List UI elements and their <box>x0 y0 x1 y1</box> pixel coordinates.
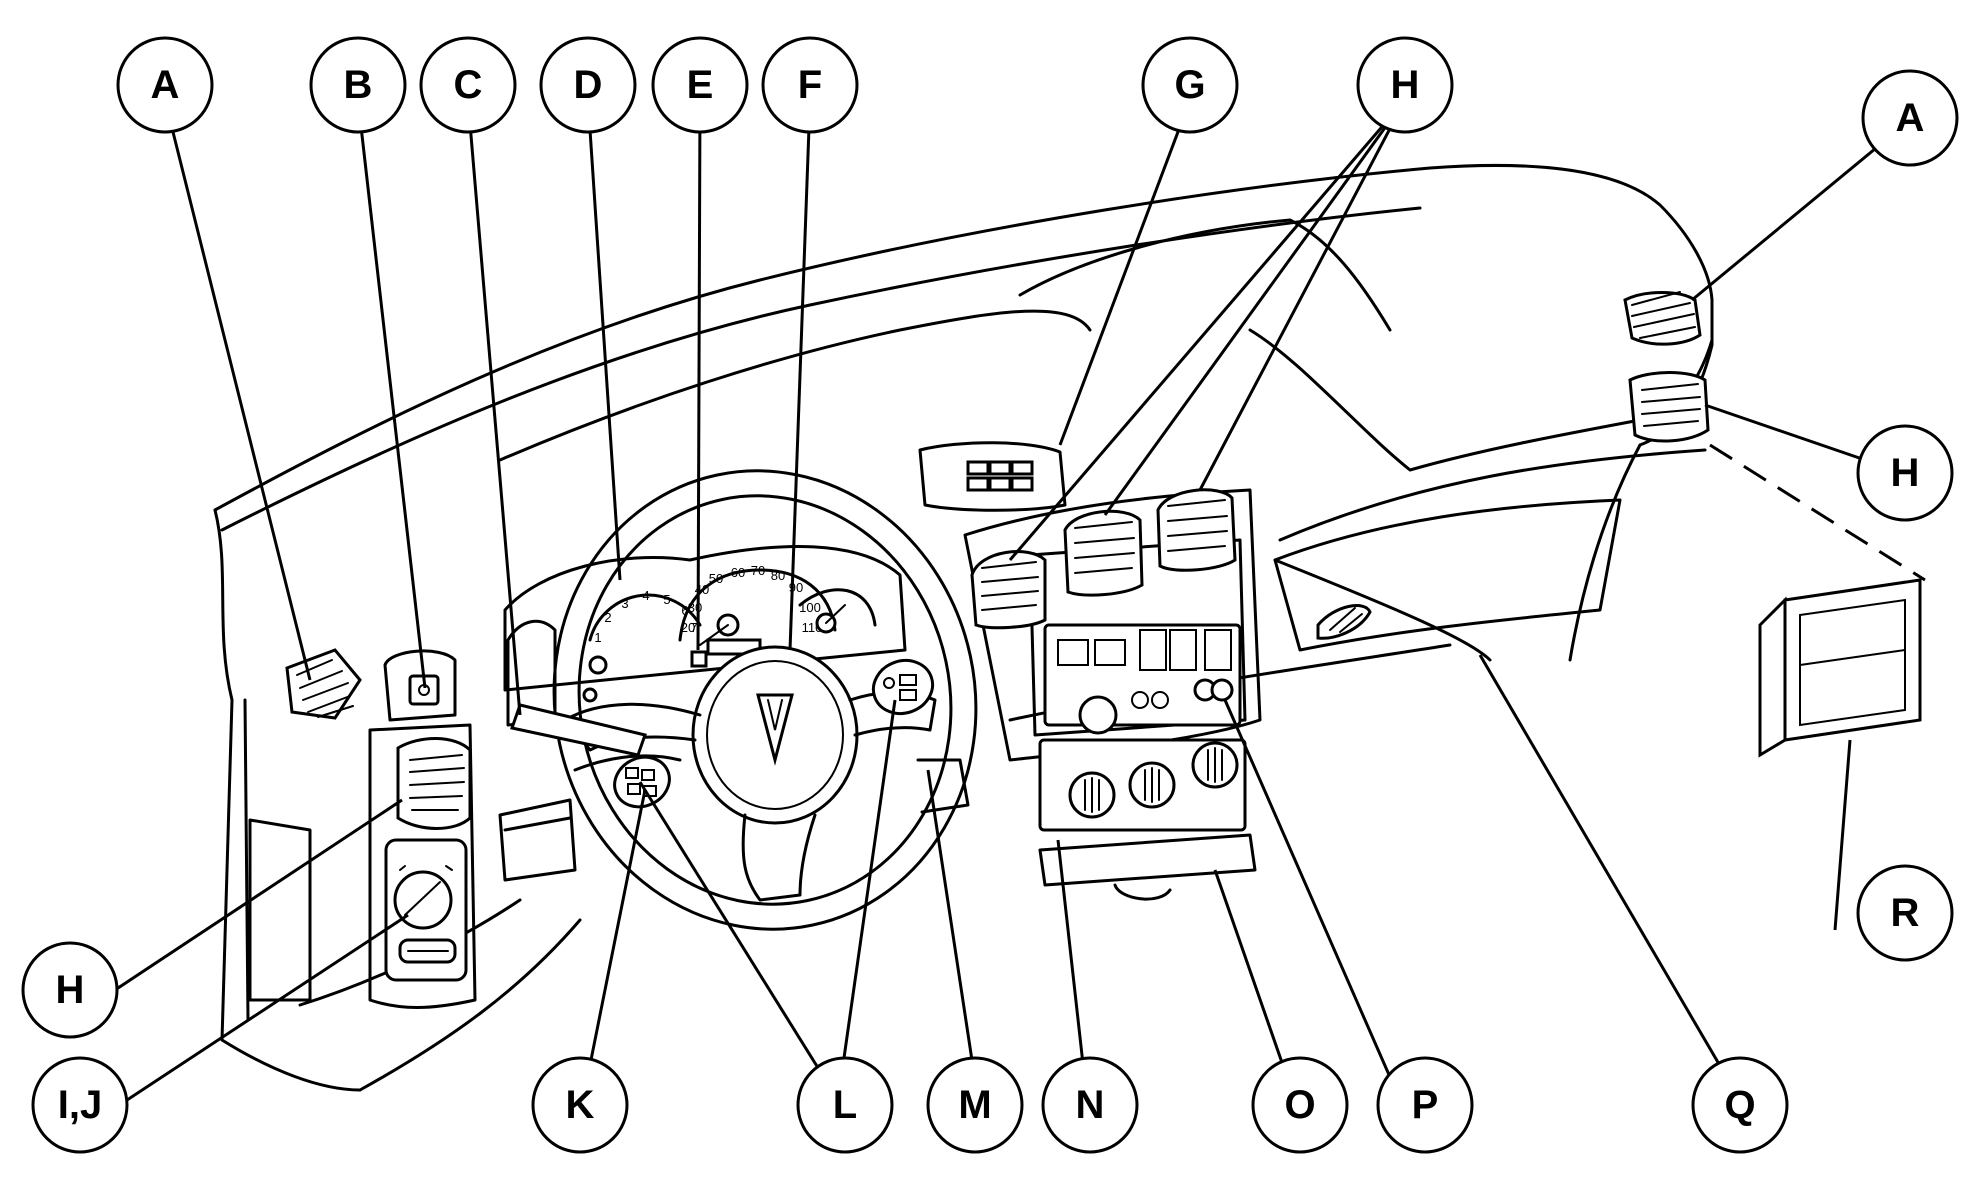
fuse-block-dashed-pointer <box>1709 443 1926 582</box>
callout-k: K <box>531 1056 629 1154</box>
tach-number: 3 <box>621 596 628 611</box>
speedo-number: 70 <box>751 563 765 578</box>
svg-text:E: E <box>687 63 714 107</box>
speedo-number: 80 <box>771 568 785 583</box>
instrument-cluster: 1 2 3 4 5 6 7 20 30 40 50 60 70 80 90 10… <box>503 544 907 727</box>
svg-text:C: C <box>454 63 483 107</box>
center-vent-3 <box>1156 488 1237 572</box>
speedometer: 20 30 40 50 60 70 80 90 100 110 <box>678 563 837 646</box>
speedo-number: 50 <box>709 571 723 586</box>
callout-h-right: H <box>1856 424 1954 522</box>
callout-q: Q <box>1691 1056 1789 1154</box>
callout-o: O <box>1251 1056 1349 1154</box>
tach-number: 6 <box>681 603 688 618</box>
svg-text:L: L <box>833 1083 857 1127</box>
callout-p: P <box>1376 1056 1474 1154</box>
callout-l: L <box>796 1056 894 1154</box>
svg-text:H: H <box>56 968 85 1012</box>
callout-r: R <box>1856 864 1954 962</box>
speedo-number: 20 <box>681 620 695 635</box>
tach-number: 1 <box>594 630 601 645</box>
svg-text:F: F <box>798 63 822 107</box>
speedo-number: 60 <box>731 565 745 580</box>
svg-text:D: D <box>574 63 603 107</box>
callout-e: E <box>651 36 749 134</box>
svg-text:O: O <box>1284 1083 1315 1127</box>
speedo-number: 100 <box>799 600 821 615</box>
climate-control <box>1038 738 1247 832</box>
svg-text:B: B <box>344 63 373 107</box>
fuse-block <box>1758 578 1922 758</box>
center-vent-1 <box>970 550 1047 630</box>
left-switch-panel <box>368 649 477 1009</box>
clock-display-housing <box>918 441 1067 512</box>
svg-text:H: H <box>1391 63 1420 107</box>
callout-b: B <box>309 36 407 134</box>
svg-text:A: A <box>151 63 180 107</box>
callout-h-left: H <box>21 941 119 1039</box>
callout-a-right: A <box>1861 69 1959 167</box>
tach-number: 4 <box>642 588 649 603</box>
svg-text:I,J: I,J <box>58 1083 102 1127</box>
svg-text:R: R <box>1891 891 1920 935</box>
right-outer-vent <box>1623 291 1702 346</box>
center-stack <box>918 441 1262 901</box>
side-window-defog-vent <box>1316 604 1372 640</box>
svg-text:K: K <box>566 1083 595 1127</box>
right-center-vent <box>1628 371 1710 443</box>
right-wheel-controls <box>871 659 935 715</box>
callout-ij: I,J <box>31 1056 129 1154</box>
svg-text:A: A <box>1896 96 1925 140</box>
speedo-number: 30 <box>688 600 702 615</box>
tach-number: 7 <box>690 620 697 635</box>
turn-signal-stalk <box>510 703 647 757</box>
svg-text:H: H <box>1891 451 1920 495</box>
svg-text:G: G <box>1174 63 1205 107</box>
svg-text:N: N <box>1076 1083 1105 1127</box>
leader-lines <box>114 99 1926 1102</box>
callout-h-top: H <box>1356 36 1454 134</box>
callout-n: N <box>1041 1056 1139 1154</box>
svg-text:P: P <box>1412 1083 1439 1127</box>
callout-d: D <box>539 36 637 134</box>
callout-a-left: A <box>116 36 214 134</box>
callout-g: G <box>1141 36 1239 134</box>
callout-c: C <box>419 36 517 134</box>
left-wheel-controls <box>613 755 671 809</box>
tach-number: 2 <box>604 610 611 625</box>
glovebox <box>1273 498 1622 652</box>
tachometer: 1 2 3 4 5 6 7 <box>588 588 702 645</box>
callout-f: F <box>761 36 859 134</box>
callout-m: M <box>926 1056 1024 1154</box>
steering-wheel <box>510 469 978 931</box>
radio-unit <box>1043 623 1242 735</box>
center-vent-2 <box>1063 509 1144 597</box>
svg-text:Q: Q <box>1724 1083 1755 1127</box>
tach-number: 5 <box>663 592 670 607</box>
svg-text:M: M <box>958 1083 991 1127</box>
left-outer-vent <box>285 648 362 720</box>
